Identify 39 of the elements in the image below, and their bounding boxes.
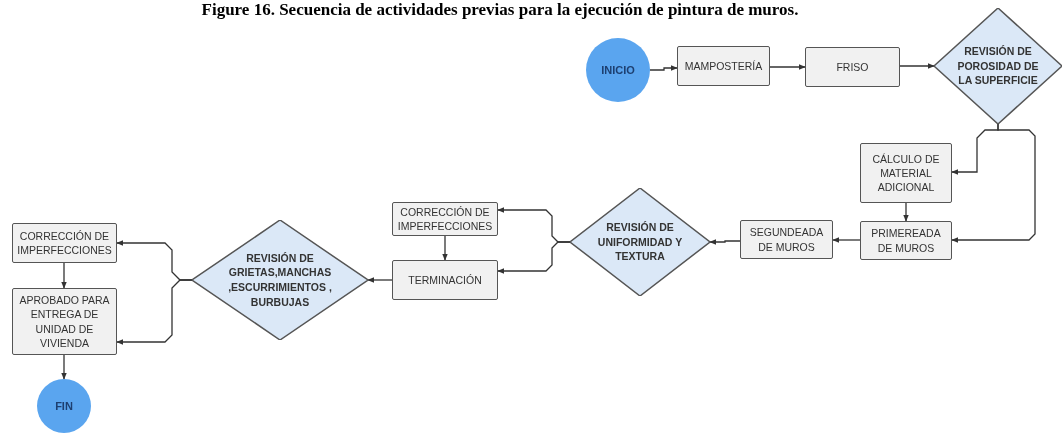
decision-diamond (934, 8, 1062, 124)
process-box (860, 221, 952, 260)
arrow (497, 241, 571, 274)
arrow (769, 64, 806, 70)
arrow (832, 237, 861, 243)
arrow (899, 63, 935, 69)
decision-text: REVISIÓN DE GRIETAS,MANCHAS ,ESCURRIMIENTOS , BURBUJAS (227, 250, 333, 310)
step-label: FIN (55, 400, 73, 412)
arrow (903, 202, 909, 222)
process-box (392, 260, 498, 300)
arrow (367, 277, 393, 283)
arrow (951, 123, 1036, 243)
process-box (860, 143, 952, 203)
arrow (709, 239, 741, 245)
arrow (116, 279, 193, 345)
arrow (442, 235, 448, 261)
figure-title: Figure 16. Secuencia de actividades previas para la ejecución de pintura de muros. (200, 0, 800, 20)
step-label: TERMINACIÓN (408, 272, 482, 288)
step-label: SEGUNDEADA DE MUROS (748, 225, 825, 254)
step-label: FRISO (836, 59, 869, 75)
step-label: INICIO (601, 64, 635, 76)
arrow (61, 354, 67, 380)
decision-diamond (192, 220, 368, 340)
process-box (740, 220, 833, 259)
step-label: CORRECCIÓN DE IMPERFECCIONES (396, 204, 494, 234)
decision-text: REVISIÓN DE POROSIDAD DE LA SUPERFICIE (956, 43, 1040, 89)
process-box (805, 47, 900, 87)
step-label: CORRECCIÓN DE IMPERFECCIONES (16, 228, 113, 258)
terminal-circle (37, 379, 91, 433)
decision-diamond (570, 188, 710, 296)
arrow (61, 262, 67, 289)
process-box (12, 288, 117, 355)
decision-text: REVISIÓN DE UNIFORMIDAD Y TEXTURA (596, 219, 684, 265)
step-label: APROBADO PARA ENTREGA DE UNIDAD DE VIVIENDA (18, 293, 111, 350)
process-box (677, 46, 770, 86)
step-label: CÁLCULO DE MATERIAL ADICIONAL (871, 151, 941, 195)
step-label: PRIMEREADA DE MUROS (870, 226, 942, 255)
step-label: MAMPOSTERÍA (684, 58, 763, 74)
arrow (649, 65, 678, 71)
